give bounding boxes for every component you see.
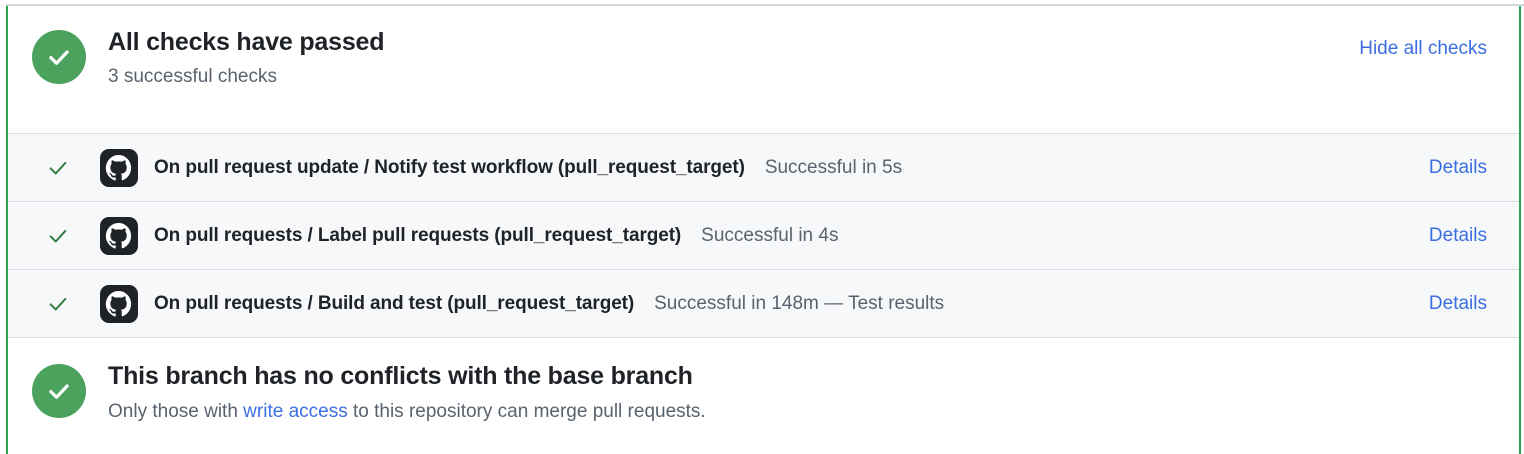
check-icon	[36, 157, 80, 179]
checks-summary-header: All checks have passed 3 successful chec…	[8, 6, 1519, 133]
page-title: All checks have passed	[108, 28, 385, 56]
branch-conflict-title: This branch has no conflicts with the ba…	[108, 362, 693, 390]
write-access-link[interactable]: write access	[243, 401, 348, 422]
checks-summary-subtitle: 3 successful checks	[108, 66, 277, 87]
check-name: On pull requests / Label pull requests (…	[154, 224, 682, 246]
checks-list: On pull request update / Notify test wor…	[8, 133, 1519, 338]
merge-status-panel: All checks have passed 3 successful chec…	[6, 6, 1521, 454]
table-row[interactable]: On pull requests / Build and test (pull_…	[8, 270, 1519, 338]
table-row[interactable]: On pull request update / Notify test wor…	[8, 134, 1519, 202]
section-divider-top	[6, 4, 1524, 6]
checks-summary-texts: All checks have passed 3 successful chec…	[108, 26, 1359, 90]
hide-all-checks-link[interactable]: Hide all checks	[1359, 38, 1487, 59]
branch-conflict-section: This branch has no conflicts with the ba…	[8, 338, 1519, 443]
branch-conflict-texts: This branch has no conflicts with the ba…	[108, 360, 706, 425]
check-circle-icon	[32, 30, 86, 84]
details-link[interactable]: Details	[1428, 224, 1487, 246]
details-link[interactable]: Details	[1428, 292, 1487, 314]
check-icon	[36, 293, 80, 315]
github-actions-octocat-icon	[100, 216, 138, 255]
check-description: Successful in 4s	[701, 224, 839, 246]
github-actions-octocat-icon	[100, 148, 138, 187]
check-circle-icon	[32, 364, 86, 418]
check-icon	[36, 225, 80, 247]
check-description: Successful in 5s	[764, 156, 903, 178]
details-link[interactable]: Details	[1428, 156, 1487, 178]
subtitle-text-before: Only those with	[108, 401, 244, 422]
check-name: On pull requests / Build and test (pull_…	[154, 292, 635, 314]
branch-conflict-subtitle: Only those with write access to this rep…	[108, 399, 706, 425]
check-description: Successful in 148m — Test results	[654, 292, 945, 314]
check-name: On pull request update / Notify test wor…	[154, 156, 745, 178]
subtitle-text-after: to this repository can merge pull reques…	[347, 401, 706, 422]
table-row[interactable]: On pull requests / Label pull requests (…	[8, 202, 1519, 270]
github-actions-octocat-icon	[100, 284, 138, 323]
